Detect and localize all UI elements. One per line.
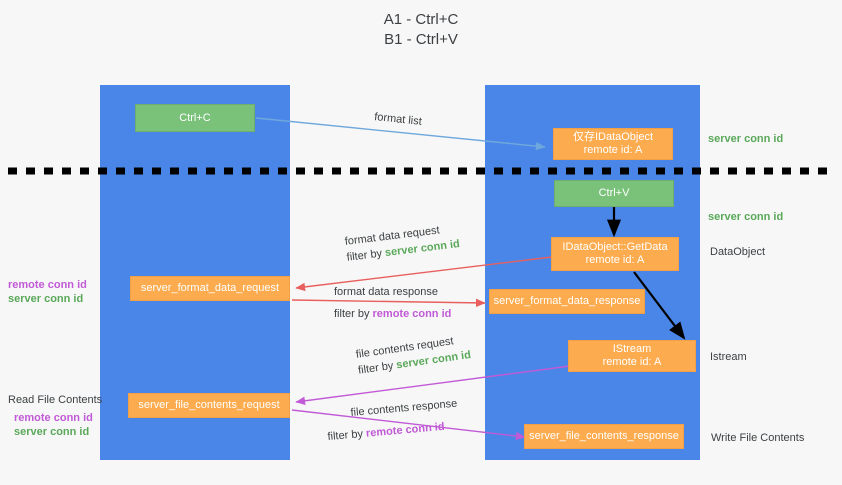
edge-label-file-contents-response-text: file contents response bbox=[350, 397, 458, 419]
edge-label-format-data-response-group: format data response filter by remote co… bbox=[334, 285, 451, 321]
diagram-title: A1 - Ctrl+C B1 - Ctrl+V bbox=[383, 11, 459, 48]
node-server-file-contents-response[interactable]: server_file_contents_response bbox=[524, 424, 684, 449]
node-istream-sub: remote id: A bbox=[602, 356, 662, 368]
node-idataobject-getdata-sub: remote id: A bbox=[585, 254, 645, 266]
annotation-dataobject: DataObject bbox=[710, 246, 766, 258]
edge-label-format-data-request-group: format data request filter by server con… bbox=[344, 221, 461, 265]
node-server-file-contents-response-label: server_file_contents_response bbox=[529, 430, 679, 442]
annotation-left-2-server: server conn id bbox=[14, 426, 90, 438]
annotation-server-conn-id-1: server conn id bbox=[708, 133, 784, 145]
annotation-left-conn-ids-1: remote conn id server conn id bbox=[8, 278, 87, 306]
annotation-server-conn-id-2: server conn id bbox=[708, 211, 784, 223]
edge-label-format-list: format list bbox=[374, 110, 423, 129]
annotation-istream: Istream bbox=[710, 351, 747, 363]
edge-label-file-contents-response-group: file contents response filter by remote … bbox=[327, 397, 460, 443]
node-idataobject-getdata[interactable]: IDataObject::GetData remote id: A bbox=[551, 237, 679, 271]
node-idataobject-getdata-label: IDataObject::GetData bbox=[562, 241, 668, 253]
node-istream[interactable]: IStream remote id: A bbox=[568, 340, 696, 372]
edge-label-file-contents-request-group: file contents request filter by server c… bbox=[355, 332, 472, 378]
filter-2: filter by remote conn id bbox=[334, 307, 451, 321]
node-idataobject-sub: remote id: A bbox=[583, 144, 643, 156]
node-server-format-data-request[interactable]: server_format_data_request bbox=[130, 276, 290, 301]
node-server-format-data-response[interactable]: server_format_data_response bbox=[489, 289, 645, 314]
node-server-file-contents-request[interactable]: server_file_contents_request bbox=[128, 393, 290, 418]
node-server-file-contents-request-label: server_file_contents_request bbox=[138, 399, 280, 411]
node-server-format-data-request-label: server_format_data_request bbox=[140, 282, 280, 294]
filter-4: filter by remote conn id bbox=[327, 419, 460, 444]
annotation-left-2-remote: remote conn id bbox=[14, 412, 93, 424]
annotation-left-1-server: server conn id bbox=[8, 293, 84, 305]
filter-2-prefix: filter by bbox=[334, 308, 373, 320]
filter-3-prefix: filter by bbox=[357, 359, 398, 377]
node-idataobject-label: 仅存IDataObject bbox=[572, 131, 654, 143]
node-server-format-data-response-label: server_format_data_response bbox=[493, 295, 641, 307]
node-ctrl-c-label: Ctrl+C bbox=[179, 111, 211, 124]
annotation-left-conn-ids-2: remote conn id server conn id bbox=[14, 411, 93, 439]
edge-label-format-data-response-text: format data response bbox=[334, 286, 438, 298]
annotation-left-1-remote: remote conn id bbox=[8, 279, 87, 291]
edge-label-format-list-text: format list bbox=[373, 110, 423, 128]
node-idataobject[interactable]: 仅存IDataObject remote id: A bbox=[553, 128, 673, 160]
filter-4-prefix: filter by bbox=[327, 427, 367, 444]
node-istream-label: IStream bbox=[612, 343, 652, 355]
filter-1-prefix: filter by bbox=[346, 247, 386, 264]
filter-4-key: remote conn id bbox=[365, 420, 446, 440]
annotation-write-file-contents: Write File Contents bbox=[711, 432, 805, 444]
node-ctrl-v-label: Ctrl+V bbox=[598, 187, 630, 199]
node-ctrl-v[interactable]: Ctrl+V bbox=[554, 180, 674, 207]
filter-2-key: remote conn id bbox=[372, 308, 452, 320]
annotation-read-file-contents: Read File Contents bbox=[8, 394, 103, 406]
node-ctrl-c[interactable]: Ctrl+C bbox=[135, 104, 255, 132]
